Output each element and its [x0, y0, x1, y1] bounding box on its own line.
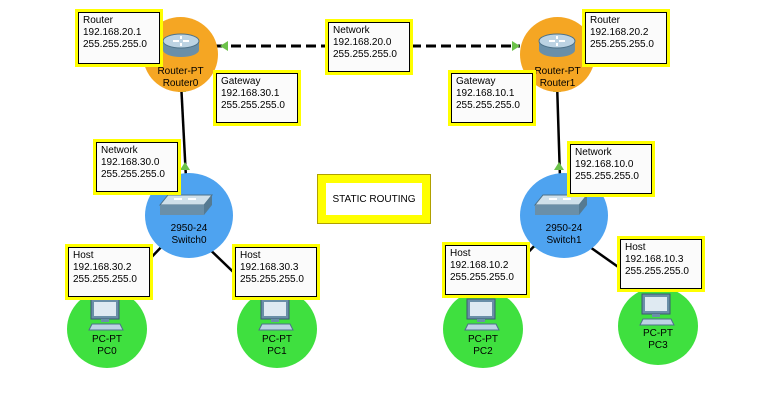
note-mask: 255.255.255.0 [83, 39, 147, 50]
pc-icon [88, 298, 124, 331]
note-mask: 255.255.255.0 [456, 100, 520, 111]
title-note[interactable]: STATIC ROUTING [317, 174, 431, 224]
router-icon [162, 33, 200, 57]
note-host3[interactable]: Host 192.168.10.3 255.255.255.0 [617, 236, 705, 292]
note-host0[interactable]: Host 192.168.30.2 255.255.255.0 [65, 244, 153, 300]
switch1-name-label: Switch1 [546, 235, 582, 246]
pc1-name-label: PC1 [267, 346, 287, 357]
link-up-arrow [512, 41, 520, 51]
note-title: Network [101, 145, 138, 156]
note-mask: 255.255.255.0 [221, 100, 285, 111]
note-mask: 255.255.255.0 [575, 171, 639, 182]
note-title: Router [590, 15, 621, 26]
note-ip: 192.168.20.2 [590, 27, 649, 38]
switch0-model-label: 2950-24 [170, 223, 208, 234]
pc2-name-label: PC2 [473, 346, 493, 357]
note-title: Host [73, 250, 94, 261]
note-title: Gateway [221, 76, 261, 87]
router-icon [538, 33, 576, 57]
router1-model-label: Router-PT [534, 66, 581, 77]
note-gateway1[interactable]: Gateway 192.168.10.1 255.255.255.0 [448, 70, 536, 126]
pc3-name-label: PC3 [648, 340, 668, 351]
router1-name-label: Router1 [539, 78, 576, 89]
note-ip: 192.168.20.0 [333, 37, 392, 48]
note-ip: 192.168.10.3 [625, 254, 684, 265]
link-up-arrow [220, 41, 228, 51]
note-ip: 192.168.10.0 [575, 159, 634, 170]
router0-model-label: Router-PT [157, 66, 204, 77]
note-ip: 192.168.30.3 [240, 262, 299, 273]
note-ip: 192.168.30.0 [101, 157, 160, 168]
pc-icon [639, 293, 675, 326]
pc-icon [464, 298, 500, 331]
note-mask: 255.255.255.0 [590, 39, 654, 50]
note-ip: 192.168.30.1 [221, 88, 280, 99]
note-title: Host [625, 242, 646, 253]
router0-name-label: Router0 [162, 78, 199, 89]
note-ip: 192.168.30.2 [73, 262, 132, 273]
link-router0-switch0[interactable] [179, 81, 188, 179]
note-mask: 255.255.255.0 [333, 49, 397, 60]
note-title: Host [450, 248, 471, 259]
switch-icon [533, 194, 589, 215]
pc0-name-label: PC0 [97, 346, 117, 357]
link-router1-switch1[interactable] [555, 81, 562, 179]
note-ip: 192.168.10.2 [450, 260, 509, 271]
note-gateway0[interactable]: Gateway 192.168.30.1 255.255.255.0 [213, 70, 301, 126]
note-mask: 255.255.255.0 [450, 272, 514, 283]
note-mask: 255.255.255.0 [73, 274, 137, 285]
note-lan0-network[interactable]: Network 192.168.30.0 255.255.255.0 [93, 139, 181, 195]
note-mask: 255.255.255.0 [625, 266, 689, 277]
note-title: Host [240, 250, 261, 261]
note-ip: 192.168.20.1 [83, 27, 142, 38]
switch1-model-label: 2950-24 [545, 223, 583, 234]
link-up-arrow [554, 162, 564, 170]
note-title: Network [333, 25, 370, 36]
note-ip: 192.168.10.1 [456, 88, 515, 99]
note-host1[interactable]: Host 192.168.30.3 255.255.255.0 [232, 244, 320, 300]
pc-icon [258, 298, 294, 331]
pc3-model-label: PC-PT [643, 328, 673, 339]
note-lan1-network[interactable]: Network 192.168.10.0 255.255.255.0 [567, 141, 655, 197]
pc2-model-label: PC-PT [468, 334, 498, 345]
pc1-model-label: PC-PT [262, 334, 292, 345]
diagram-title: STATIC ROUTING [326, 183, 422, 215]
note-mask: 255.255.255.0 [101, 169, 165, 180]
switch0-name-label: Switch0 [171, 235, 207, 246]
note-host2[interactable]: Host 192.168.10.2 255.255.255.0 [442, 242, 530, 298]
link-up-arrow [180, 162, 190, 170]
switch-icon [158, 194, 214, 215]
note-title: Network [575, 147, 612, 158]
note-mask: 255.255.255.0 [240, 274, 304, 285]
note-title: Gateway [456, 76, 496, 87]
note-title: Router [83, 15, 114, 26]
note-router1[interactable]: Router 192.168.20.2 255.255.255.0 [582, 9, 670, 67]
note-router0[interactable]: Router 192.168.20.1 255.255.255.0 [75, 9, 163, 67]
note-wan-network[interactable]: Network 192.168.20.0 255.255.255.0 [325, 19, 413, 75]
pc0-model-label: PC-PT [92, 334, 122, 345]
